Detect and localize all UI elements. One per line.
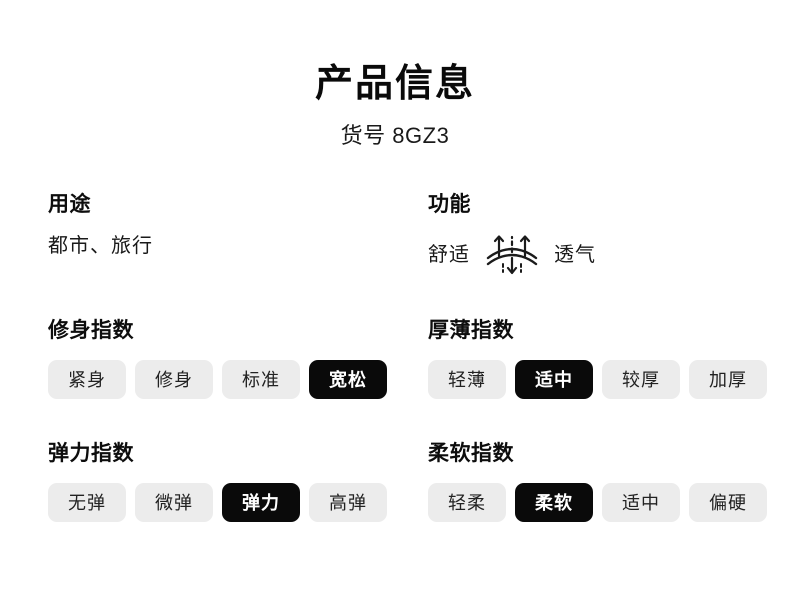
softness-option-3[interactable]: 偏硬 xyxy=(689,483,767,523)
section-softness-title: 柔软指数 xyxy=(428,442,514,466)
elasticity-option-2[interactable]: 弹力 xyxy=(222,483,300,523)
elasticity-option-1[interactable]: 微弹 xyxy=(135,483,213,523)
section-usage: 用途 都市、旅行 xyxy=(48,193,428,276)
thickness-option-1[interactable]: 适中 xyxy=(515,360,593,400)
section-usage-value: 都市、旅行 xyxy=(48,235,153,258)
elasticity-option-3[interactable]: 高弹 xyxy=(309,483,387,523)
elasticity-options: 无弹 微弹 弹力 高弹 xyxy=(48,483,428,523)
fit-option-1[interactable]: 修身 xyxy=(135,360,213,400)
fit-option-2[interactable]: 标准 xyxy=(222,360,300,400)
page-header: 产品信息 货号 8GZ3 xyxy=(0,62,790,150)
feature-breathable-label: 透气 xyxy=(554,244,596,267)
function-feature-row: 舒适 xyxy=(428,234,748,276)
section-thickness-title: 厚薄指数 xyxy=(428,319,514,343)
softness-option-0[interactable]: 轻柔 xyxy=(428,483,506,523)
spec-columns: 用途 都市、旅行 功能 舒适 xyxy=(48,193,767,523)
elasticity-option-0[interactable]: 无弹 xyxy=(48,483,126,523)
softness-option-1[interactable]: 柔软 xyxy=(515,483,593,523)
softness-options: 轻柔 柔软 适中 偏硬 xyxy=(428,483,767,523)
section-thickness: 厚薄指数 轻薄 适中 较厚 加厚 xyxy=(428,319,767,400)
thickness-option-0[interactable]: 轻薄 xyxy=(428,360,506,400)
feature-comfort-label: 舒适 xyxy=(428,244,470,267)
thickness-option-3[interactable]: 加厚 xyxy=(689,360,767,400)
fit-options: 紧身 修身 标准 宽松 xyxy=(48,360,428,400)
thickness-options: 轻薄 适中 较厚 加厚 xyxy=(428,360,767,400)
section-usage-title: 用途 xyxy=(48,193,91,216)
section-softness: 柔软指数 轻柔 柔软 适中 偏硬 xyxy=(428,442,767,523)
section-elasticity: 弹力指数 无弹 微弹 弹力 高弹 xyxy=(48,442,428,523)
softness-option-2[interactable]: 适中 xyxy=(602,483,680,523)
section-fit: 修身指数 紧身 修身 标准 宽松 xyxy=(48,319,428,400)
fit-option-3[interactable]: 宽松 xyxy=(309,360,387,400)
page-title: 产品信息 xyxy=(314,63,475,105)
section-elasticity-title: 弹力指数 xyxy=(48,442,134,466)
section-function: 功能 舒适 xyxy=(428,193,748,276)
section-function-title: 功能 xyxy=(428,193,471,216)
thickness-option-2[interactable]: 较厚 xyxy=(602,360,680,400)
section-fit-title: 修身指数 xyxy=(48,319,134,343)
breathable-fabric-icon xyxy=(486,234,538,276)
product-code-subtitle: 货号 8GZ3 xyxy=(340,122,450,148)
fit-option-0[interactable]: 紧身 xyxy=(48,360,126,400)
